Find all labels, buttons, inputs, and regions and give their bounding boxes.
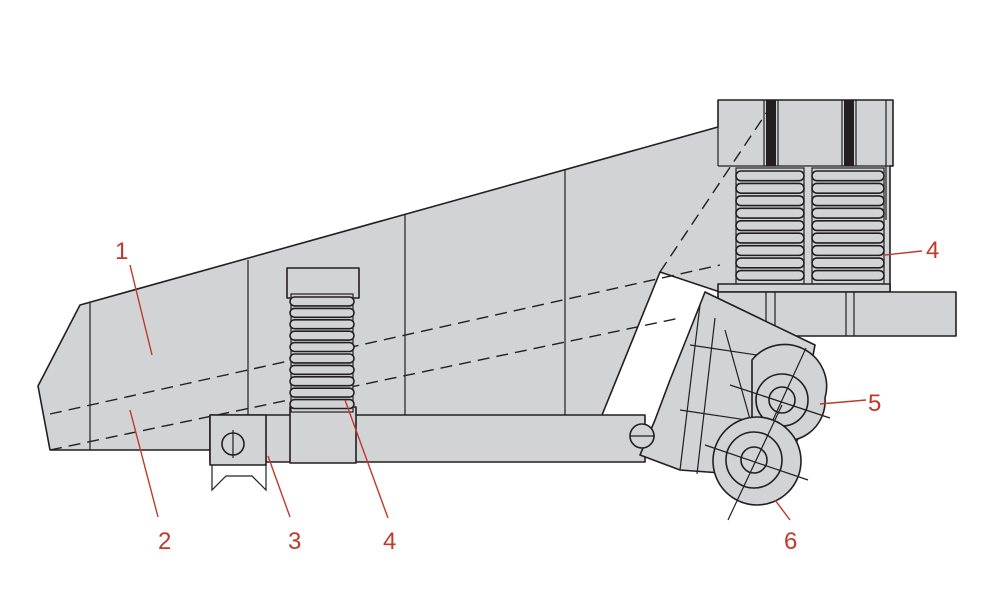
dashed-line-lower (49, 317, 681, 451)
spring-coil (289, 341, 355, 353)
spring-coil (289, 353, 355, 364)
motor-lower (704, 404, 809, 521)
leader-6 (774, 499, 791, 521)
spring-coil (735, 257, 805, 269)
leader-1 (129, 264, 153, 356)
top-spring-rod-right (844, 100, 854, 166)
spring-coil (811, 170, 885, 182)
base-hinge-lug (211, 465, 267, 492)
spring-coil (735, 195, 805, 207)
callout-4-lower: 4 (383, 528, 396, 555)
leader-5 (819, 399, 867, 405)
spring-coil (811, 257, 885, 269)
spring-coil (811, 269, 885, 282)
leader-2 (129, 409, 159, 518)
spring-coil (289, 364, 355, 376)
spring-coil (735, 219, 805, 232)
spring-coil (735, 170, 805, 182)
top-spring-right-coils (811, 170, 885, 282)
mid-spring (289, 293, 355, 413)
spring-coil (811, 182, 885, 194)
callout-1: 1 (115, 238, 128, 265)
spring-coil (289, 296, 355, 307)
motor-lower-axis-2 (704, 444, 809, 481)
spring-coil (811, 195, 885, 207)
spring-coil (811, 244, 885, 257)
top-spring-rod-left (766, 100, 776, 166)
exciter-edge-2 (696, 317, 716, 475)
spring-coil (289, 375, 355, 387)
spring-coil (289, 307, 355, 319)
callout-5: 5 (868, 390, 881, 417)
motor-upper-axis-2 (729, 384, 831, 419)
leader-4a (344, 399, 389, 519)
spring-coil (811, 207, 885, 219)
spring-coil (289, 387, 355, 398)
motor-lower-shaft (740, 446, 768, 474)
spring-coil (289, 398, 355, 410)
base-frame (209, 406, 646, 492)
dashed-line-vertical (659, 99, 776, 273)
spring-coil (735, 232, 805, 244)
callout-2: 2 (158, 528, 171, 555)
mid-spring-mount (286, 267, 360, 299)
top-spring-assembly (735, 100, 885, 285)
spring-coil (811, 219, 885, 232)
spring-coil (735, 207, 805, 219)
leader-4b (884, 250, 923, 256)
dashed-lines (49, 99, 776, 451)
support-plate (717, 283, 891, 293)
base-spring-seat (289, 406, 357, 464)
spring-coil (811, 232, 885, 244)
exciter-edge-1 (679, 304, 701, 471)
dashed-line-upper (49, 264, 721, 415)
top-spring-left-coils (735, 170, 805, 282)
spring-coil (735, 182, 805, 194)
motor-upper (729, 343, 831, 449)
leader-3 (267, 455, 291, 518)
spring-coil (289, 318, 355, 330)
callout-labels: 1 2 3 4 4 5 6 (115, 237, 939, 555)
spring-coil (735, 244, 805, 257)
base-frame-beam (209, 414, 646, 463)
callout-3: 3 (288, 528, 301, 555)
leader-lines (129, 250, 923, 521)
callout-6: 6 (784, 528, 797, 555)
spring-coil (289, 330, 355, 341)
mid-spring-cap (286, 267, 360, 299)
mid-spring-coils (289, 296, 355, 410)
callout-4-upper: 4 (926, 237, 939, 264)
spring-coil (735, 269, 805, 282)
